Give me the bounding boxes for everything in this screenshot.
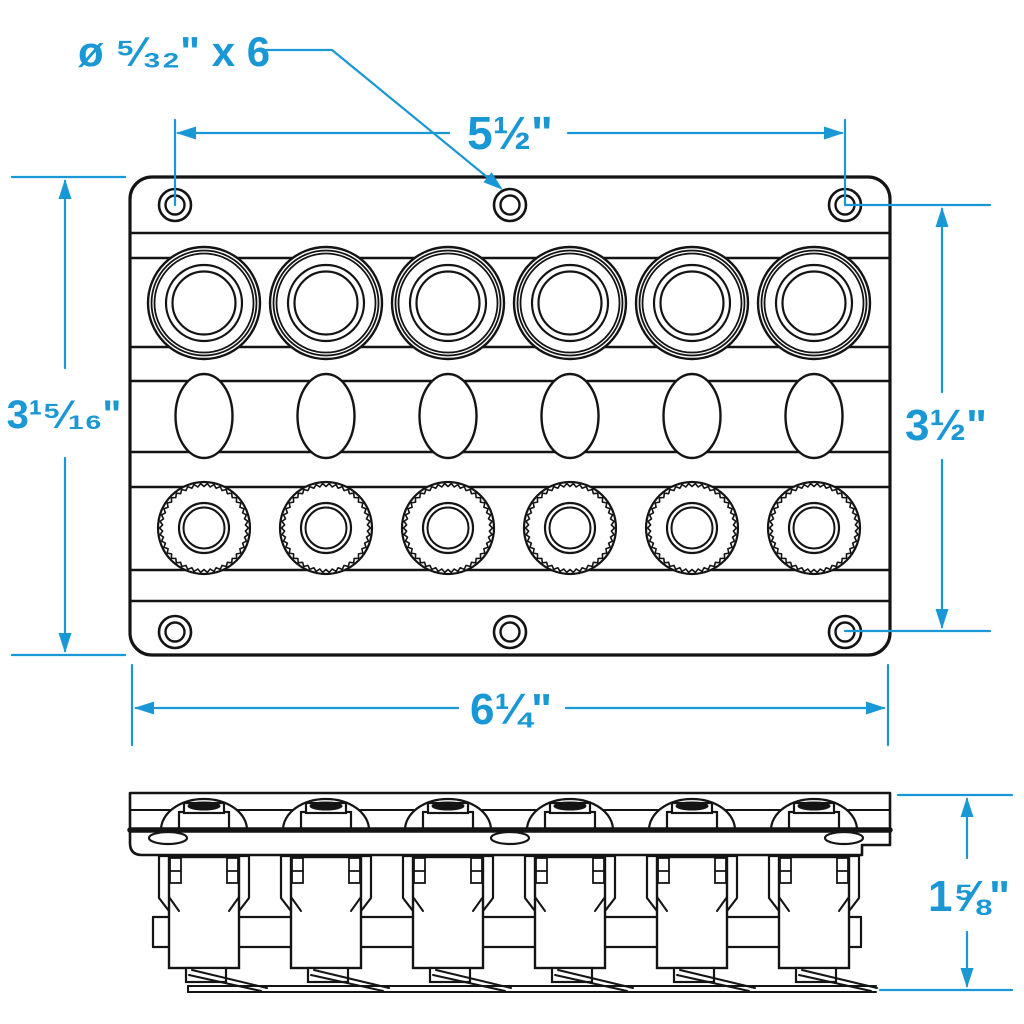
dimension-labels: ø ⁵⁄₃₂" x 6 5½" 3¹⁵⁄₁₆" 3½" 6¼" 1⅝" — [7, 28, 1010, 921]
overall-width-label: 6¼" — [470, 685, 552, 734]
side-view-panel — [127, 791, 893, 993]
hole-callout-label: ø ⁵⁄₃₂" x 6 — [78, 28, 270, 75]
side-depth-label: 1⅝" — [928, 872, 1010, 921]
overall-height-label: 3¹⁵⁄₁₆" — [7, 393, 122, 437]
hole-spacing-height-label: 3½" — [905, 401, 987, 450]
dimension-lines — [10, 48, 1014, 992]
front-view-panel — [128, 175, 892, 657]
top-width-label: 5½" — [467, 107, 553, 159]
